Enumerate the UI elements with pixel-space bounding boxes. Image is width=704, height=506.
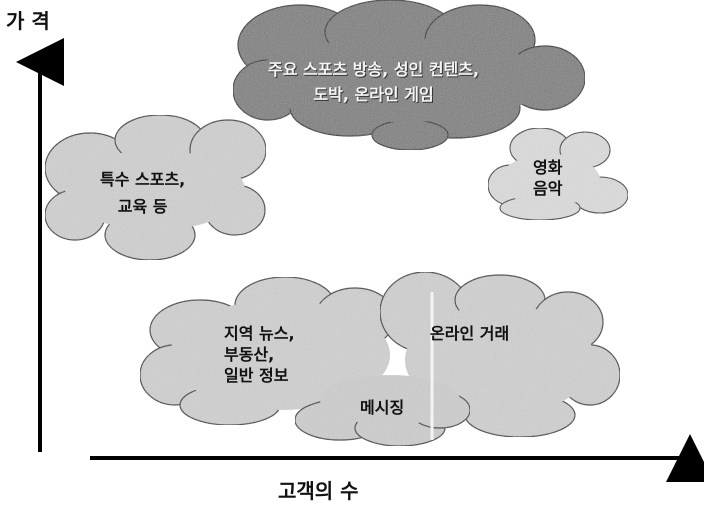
- cloud-left-line-2: 교육 등: [117, 196, 168, 216]
- cloud-small-line-2: 음악: [533, 178, 563, 198]
- cloud-bottom-center: [294, 375, 471, 447]
- cloud-top: [232, 0, 586, 151]
- cloud-bottom-right-line-1: 온라인 거래: [430, 324, 510, 343]
- cloud-top-line-2: 도박, 온라인 게임: [313, 84, 434, 104]
- cloud-bottom-left-line-1: 지역 뉴스,: [224, 324, 295, 343]
- cloud-bottom-right: [379, 271, 621, 438]
- cloud-top-line-1: 주요 스포츠 방송, 성인 컨텐츠,: [268, 60, 480, 79]
- cloud-small-text: 영화 음악: [533, 158, 562, 200]
- cloud-bottom-left-line-3: 일반 정보: [224, 365, 289, 385]
- x-axis-label: 고객의 수: [278, 479, 359, 503]
- cloud-left-line-1: 특수 스포츠,: [100, 170, 186, 189]
- cloud-small: [487, 127, 629, 221]
- cloud-small-line-1: 영화: [533, 158, 563, 177]
- cloud-bottom-left-text: 지역 뉴스, 부동산, 일반 정보: [224, 324, 295, 386]
- cloud-bottom-center-line-1: 메시징: [360, 398, 405, 417]
- y-axis-label: 가 격: [6, 9, 50, 33]
- cloud-left: [44, 114, 267, 261]
- cloud-bottom-left: [139, 276, 396, 426]
- cloud-top-text: 주요 스포츠 방송, 성인 컨텐츠, 도박, 온라인 게임: [268, 60, 479, 106]
- cloud-bottom-right-text: 온라인 거래: [430, 324, 509, 345]
- cloud-bottom-left-line-2: 부동산,: [224, 344, 275, 364]
- cloud-left-text: 특수 스포츠, 교육 등: [100, 170, 185, 218]
- cloud-bottom-center-text: 메시징: [360, 398, 404, 419]
